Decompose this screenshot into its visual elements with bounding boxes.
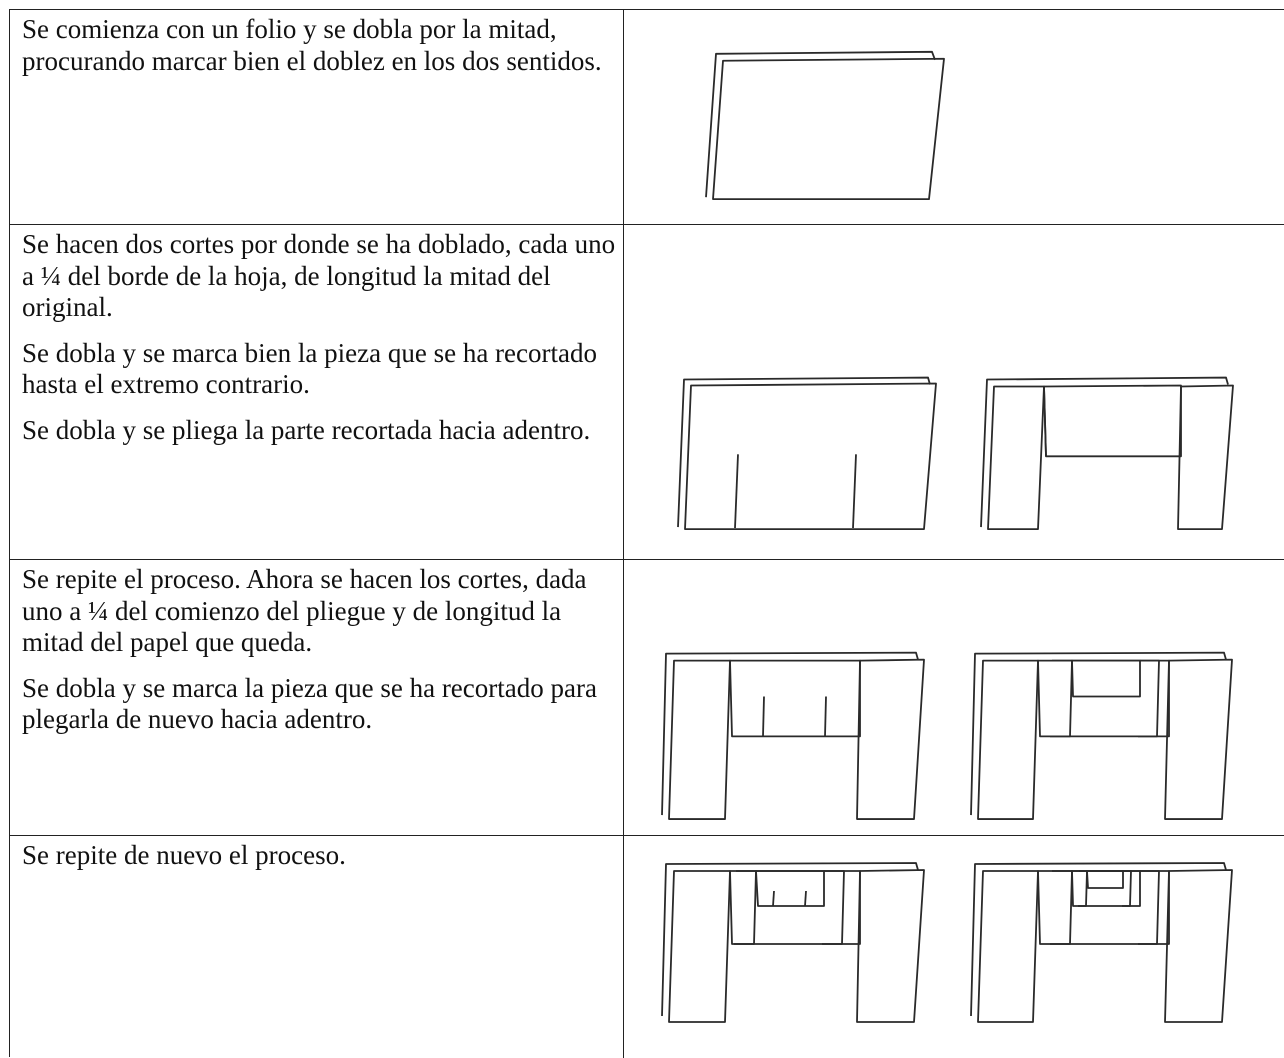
step-row-3: Se repite el proceso. Ahora se hacen los… <box>10 560 1284 836</box>
third-fold-in-drawing <box>970 862 1233 1023</box>
second-cuts-drawing <box>661 651 925 820</box>
step-3-text: Se repite el proceso. Ahora se hacen los… <box>10 560 624 835</box>
step-row-1: Se comienza con un folio y se dobla por … <box>10 10 1284 225</box>
step-1-paragraph-1: Se comienza con un folio y se dobla por … <box>22 14 602 76</box>
step-1-text: Se comienza con un folio y se dobla por … <box>10 10 624 224</box>
second-fold-in-drawing <box>970 651 1233 820</box>
folded-sheet-drawing <box>705 50 945 201</box>
step-4-paragraph-1: Se repite de nuevo el proceso. <box>22 840 346 870</box>
third-cuts-drawing <box>661 862 925 1023</box>
step-row-4: Se repite de nuevo el proceso. <box>10 836 1284 1058</box>
step-3-illustration <box>624 560 1284 835</box>
step-4-illustration <box>624 836 1284 1058</box>
step-4-text: Se repite de nuevo el proceso. <box>10 836 624 1058</box>
sheet-with-two-cuts-drawing <box>677 376 937 530</box>
step-1-illustration <box>624 10 1284 224</box>
instruction-table: Se comienza con un folio y se dobla por … <box>9 9 1284 1058</box>
sheet-with-first-fold-in-drawing <box>980 376 1234 530</box>
step-2-text: Se hacen dos cortes por donde se ha dobl… <box>10 225 624 559</box>
step-3-paragraph-2: Se dobla y se marca la pieza que se ha r… <box>22 672 597 735</box>
step-2-paragraph-2: Se dobla y se marca bien la pieza que se… <box>22 337 597 400</box>
step-row-2: Se hacen dos cortes por donde se ha dobl… <box>10 225 1284 560</box>
step-2-paragraph-1: Se hacen dos cortes por donde se ha dobl… <box>22 229 616 322</box>
step-3-paragraph-1: Se repite el proceso. Ahora se hacen los… <box>22 564 587 657</box>
step-2-illustration <box>624 225 1284 559</box>
step-2-paragraph-3: Se dobla y se pliega la parte recortada … <box>22 414 591 445</box>
